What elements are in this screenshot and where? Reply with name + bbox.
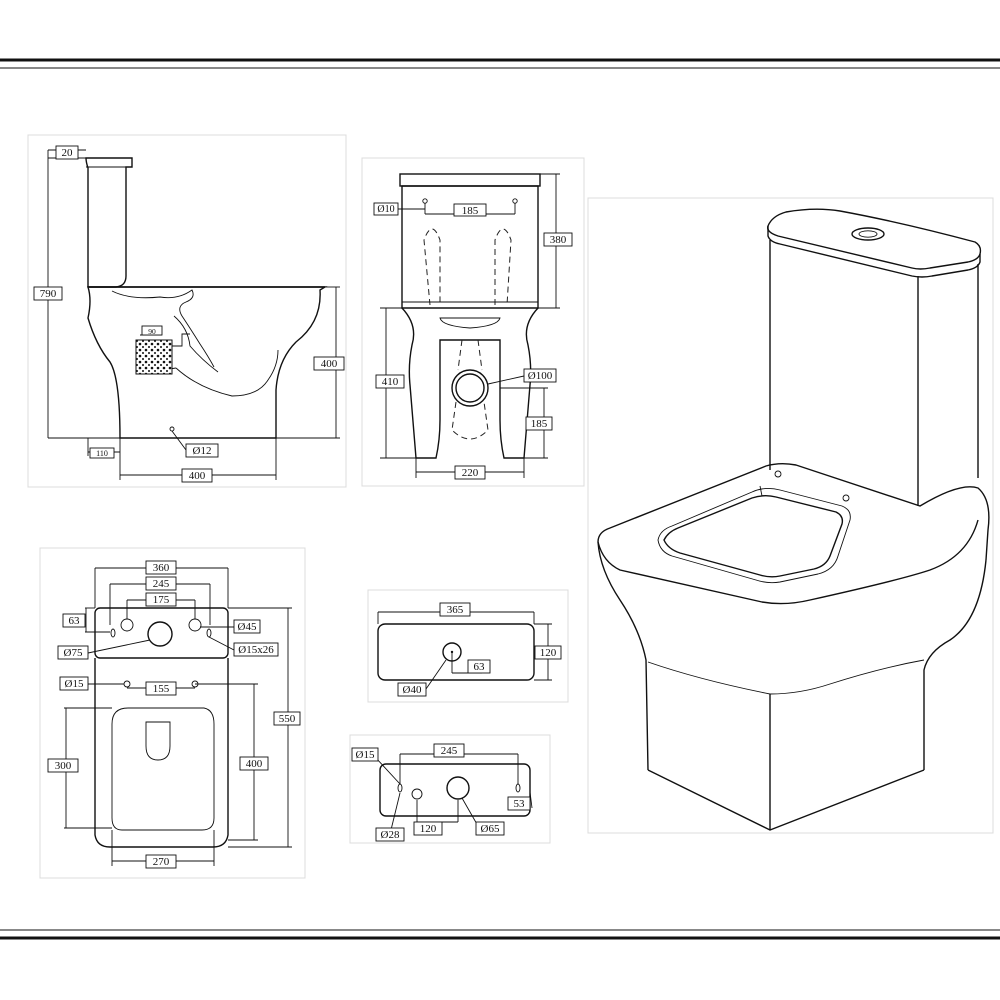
lid-depth-dimension: 120 — [540, 647, 557, 659]
side-pan-height-dimension: 400 — [321, 358, 338, 370]
top-bowl-depth-dimension: 400 — [246, 758, 263, 770]
lid-button-offset-dimension: 63 — [474, 661, 486, 673]
front-cistern-height-dimension: 380 — [550, 234, 567, 246]
front-outlet-height-dimension: 185 — [531, 418, 548, 430]
top-cistern-width-dimension: 360 — [153, 562, 170, 574]
side-view: 20 790 400 90 110 Ø12 400 — [33, 145, 345, 483]
top-inlet-hole-dimension: Ø75 — [64, 647, 83, 659]
cistern-base-view: Ø15 245 53 Ø28 120 Ø65 — [351, 743, 533, 842]
front-view: Ø10 185 380 410 Ø100 185 220 — [373, 173, 573, 480]
top-view: 360 245 175 63 Ø45 Ø75 Ø15x26 Ø15 155 55… — [47, 560, 301, 869]
sheet-border — [0, 58, 1000, 940]
side-fixing-hole-dimension: Ø12 — [193, 445, 212, 457]
base-right-offset-dimension: 53 — [514, 798, 526, 810]
base-inner-spacing-dimension: 120 — [420, 823, 437, 835]
top-seat-hole-spacing-dimension: 155 — [153, 683, 170, 695]
base-hole-span-dimension: 245 — [441, 745, 458, 757]
lid-width-dimension: 365 — [447, 604, 464, 616]
side-rim-dimension: 20 — [62, 147, 74, 159]
top-hole-span-inner-dimension: 175 — [153, 594, 170, 606]
top-bowl-width-dimension: 270 — [153, 856, 170, 868]
base-flush-hole-dimension: Ø65 — [481, 823, 500, 835]
top-total-depth-dimension: 550 — [279, 713, 296, 725]
top-slot-dimension: Ø15x26 — [238, 644, 274, 656]
top-hole-span-outer-dimension: 245 — [153, 578, 170, 590]
side-total-height-dimension: 790 — [40, 288, 57, 300]
lid-button-hole-dimension: Ø40 — [403, 684, 422, 696]
front-hole-spacing-dimension: 185 — [462, 205, 479, 217]
side-outlet-height-dimension: 90 — [148, 327, 156, 336]
side-rear-offset-dimension: 110 — [96, 449, 108, 458]
lid-view: 365 120 Ø40 63 — [377, 602, 562, 697]
front-hole-diameter-dimension: Ø10 — [377, 204, 394, 215]
top-side-hole-dimension: Ø45 — [238, 621, 257, 633]
base-left-hole-dimension: Ø15 — [356, 749, 375, 761]
front-outlet-diameter-dimension: Ø100 — [528, 370, 553, 382]
top-edge-offset-dimension: 63 — [69, 615, 81, 627]
base-small-hole-dimension: Ø28 — [381, 829, 400, 841]
view-frames — [27, 134, 994, 879]
front-base-width-dimension: 220 — [462, 467, 479, 479]
top-seat-opening-depth-dimension: 300 — [55, 760, 72, 772]
perspective-view — [597, 208, 990, 831]
side-base-length-dimension: 400 — [189, 470, 206, 482]
front-pan-height-dimension: 410 — [382, 376, 399, 388]
top-seat-hole-dimension: Ø15 — [65, 678, 84, 690]
